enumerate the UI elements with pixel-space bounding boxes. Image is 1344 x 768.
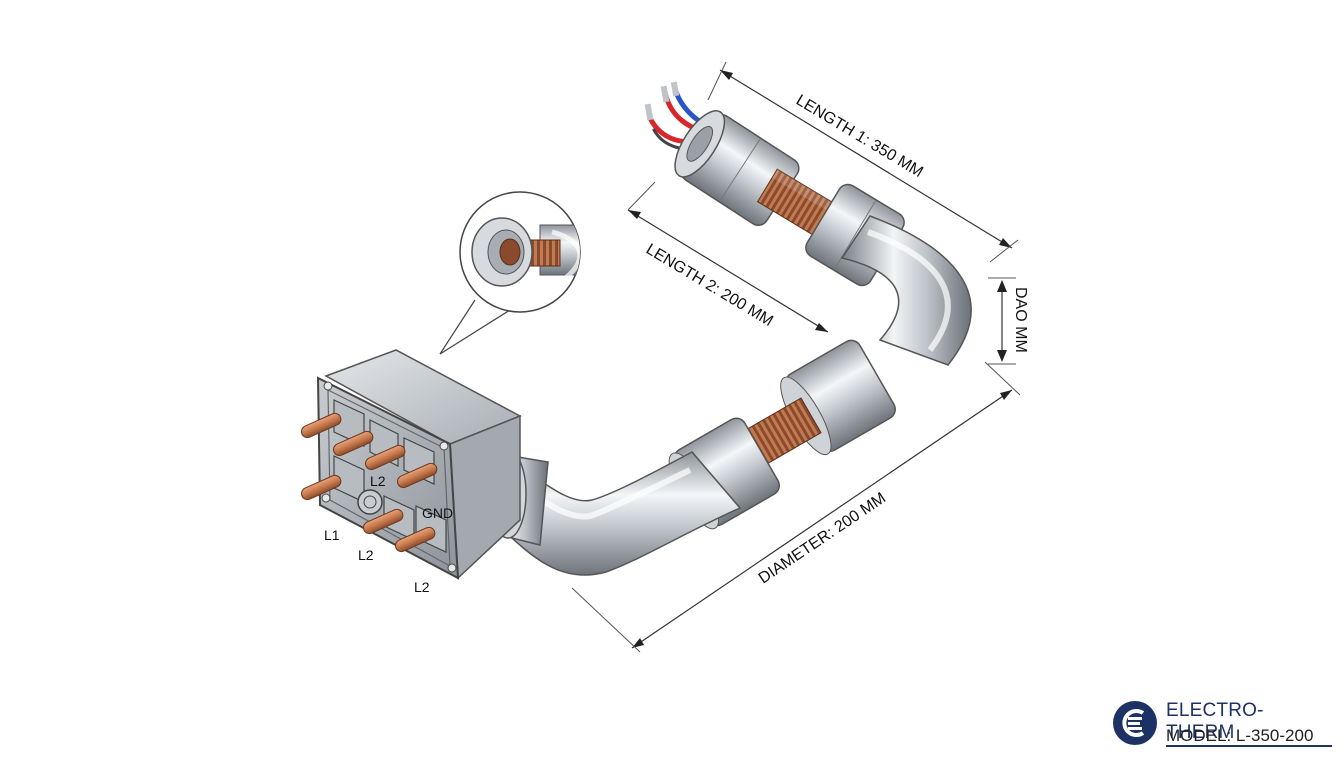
model-number: MODEL: L-350-200	[1166, 726, 1314, 745]
junction-box: L1 L2 L2 L2 GND	[300, 349, 522, 595]
terminal-l1-label: L1	[324, 527, 340, 543]
terminal-l2-label-a: L2	[358, 547, 374, 563]
brand-block: ELECTRO-THERM MODEL: L-350-200	[1112, 698, 1332, 750]
magnified-detail	[439, 191, 581, 355]
upper-elbow	[840, 215, 972, 366]
length2-label: LENGTH 2: 200 MM	[643, 241, 776, 330]
terminal-l2-label-c: L2	[370, 473, 386, 489]
diameter-label: DIAMETER: 200 MM	[756, 490, 889, 588]
electro-therm-logo-icon	[1113, 701, 1157, 745]
vertical-dimension: DAO MM	[988, 277, 1029, 365]
terminal-gnd-label: GND	[422, 505, 453, 521]
length1-label: LENGTH 1: 350 MM	[793, 92, 926, 181]
vertical-label: DAO MM	[1012, 287, 1029, 353]
brand-name: ELECTRO-THERM	[1166, 700, 1332, 747]
upper-tube	[674, 110, 905, 287]
terminal-l2-label-b: L2	[414, 579, 430, 595]
